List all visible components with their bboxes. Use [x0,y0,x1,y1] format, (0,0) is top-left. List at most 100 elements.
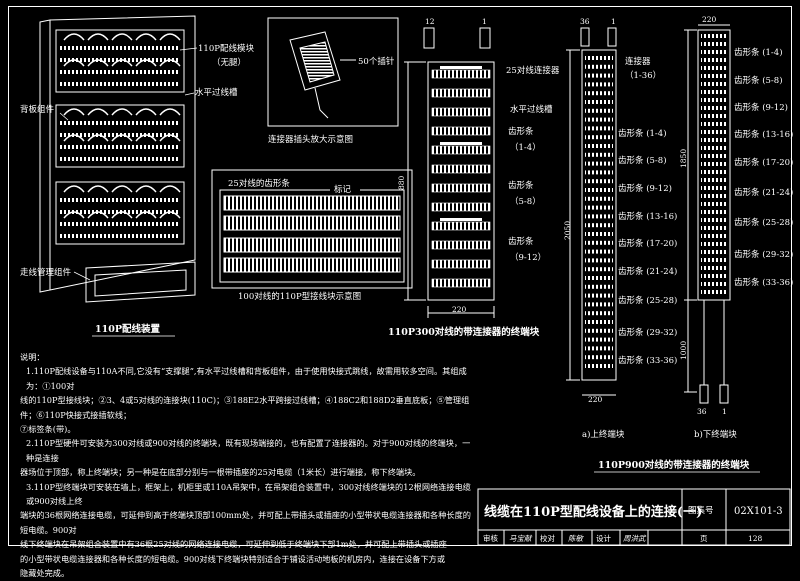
900-pair-caption: 110P900对线的带连接器的终端块 [598,459,750,471]
atlas-number: 02X101-3 [734,506,783,517]
dim-1850: 1850 [679,149,688,168]
tooth-strip [585,258,613,263]
tooth-strip [701,66,727,70]
tooth-strip [701,178,727,182]
tooth-strip [701,234,727,238]
cable-ring [135,33,157,41]
tooth-strip [585,196,613,201]
tooth-strip [701,170,727,174]
top-1: 1 [611,17,616,26]
connector-strip [60,121,180,125]
25pair-strip-label: 25对线的齿形条 [228,178,290,189]
tooth-strip [431,183,491,193]
note-line: 端块的36根网络连接电缆，可延伸到高于终端块顶部100mm处，并可配上带插头或插… [20,510,471,535]
cable-ring [111,33,133,41]
100-pair-caption: 100对线的110P型接线块示意图 [238,291,361,302]
cable-ring [87,33,109,41]
tooth-strip [585,328,613,333]
tooth-strip [585,188,613,192]
110p-module-sub-label: （无腿） [212,57,246,68]
strip-name: 齿形条 [508,236,534,247]
connector-strip [60,82,180,86]
drawing-sheet [8,6,792,546]
check-label: 校对 [540,533,555,543]
design-label: 设计 [596,533,611,543]
strip-label: 齿形条 (17-20) [734,157,793,168]
mark-label: 标记 [334,184,352,195]
tooth-strip [701,106,727,110]
tooth-strip [585,293,613,298]
bottom-36: 36 [697,407,707,416]
tooth-strip [701,42,727,46]
strip-range: （5-8） [510,196,541,207]
tooth-strip [431,107,491,117]
tooth-strip [585,320,613,324]
strip-label: 齿形条 (13-16) [734,129,793,140]
trough-label-300: 水平过线槽 [510,104,553,115]
tooth-strip [585,364,613,368]
tooth-strip [585,56,613,60]
strip-label: 齿形条 (1-4) [618,128,667,139]
tooth-strip [585,73,613,78]
atlas-label: 图集号 [688,505,714,516]
tooth-strip [701,186,727,190]
dim-220-a: 220 [588,395,603,404]
checker-signature: 陈敏 [568,534,584,543]
strip-label: 齿形条 (13-16) [618,211,677,222]
cable-ring [135,185,157,193]
cable-ring [111,108,133,116]
tooth-strip [585,64,613,69]
strip-label: 齿形条 (17-20) [618,238,677,249]
strip-label: 齿形条 (21-24) [618,266,677,277]
tooth-strip [585,232,613,236]
tooth-strip [431,88,491,98]
110p-module-label: 110P配线模块 [198,43,254,54]
900-b-strip-labels: 齿形条 (1-4) 齿形条 (5-8) 齿形条 (9-12) 齿形条 (13-1… [734,47,793,288]
connector-strip [60,46,180,50]
tooth-strip [585,284,613,289]
dim-220-300: 220 [452,305,467,314]
strip-label: 齿形条 (33-36) [734,277,793,288]
connector-strip [60,157,180,161]
review-label: 审核 [483,533,498,543]
tooth-strip [585,223,613,228]
tooth-strip [585,302,613,307]
tooth-strip [701,162,727,166]
mark-label-bg [330,183,360,194]
tooth-strip [431,221,491,231]
cable-ring [159,33,181,41]
bottom-1: 1 [722,407,727,416]
connector-caption: 连接器插头放大示意图 [268,134,353,145]
tooth-strip [701,274,727,278]
note-line: 的小型带状电缆连接器和各种长度的短电缆。900对线下终端块特别适合于铺设活动地板… [20,553,446,564]
tooth-strip [701,266,727,270]
trough-label: 水平过线槽 [195,87,238,98]
tooth-strip [585,249,613,254]
strip-range: （1-4） [510,142,541,153]
tooth-strip [585,100,613,104]
tooth-strip [585,135,613,140]
connector-strip [60,70,180,74]
note-line: 2.110P型硬件可安装为300对线或900对线的终端块，既有现场端接的，也有配… [26,438,471,463]
back-panel-label: 背板组件 [20,104,55,115]
connector-strip [60,58,180,62]
insert-pins-label: 50个插针 [358,56,395,67]
drawing-canvas: 110P配线模块 （无腿） 水平过线槽 背板组件 走线管理组件 110P配线装置… [20,15,793,546]
tooth-strip [701,242,727,246]
note-line: 器场位于顶部，称上终端块；另一种是在底部分别与一根带插座的25对电缆（1米长）进… [20,467,421,478]
300-pair-terminal-drawing [404,27,495,318]
tooth-strip [701,258,727,262]
900-a-strips [585,56,613,368]
sub-caption-a: a)上终端块 [582,429,625,440]
strip-label: 齿形条 (9-12) [618,183,672,194]
tooth-strip [701,34,727,38]
tooth-strip [701,82,727,86]
connector-strip [60,222,180,226]
tooth-strip [701,210,727,214]
900-a-drawing [566,27,617,396]
strip-label: 齿形条 (5-8) [618,155,667,166]
note-line: 线的110P型接线块；②3、4或5对线的连接块(110C)；③188E2水平跨接… [20,395,470,420]
strip-label: 齿形条 (33-36) [618,355,677,366]
cable-ring [63,33,85,41]
900-b-strips [701,34,727,294]
